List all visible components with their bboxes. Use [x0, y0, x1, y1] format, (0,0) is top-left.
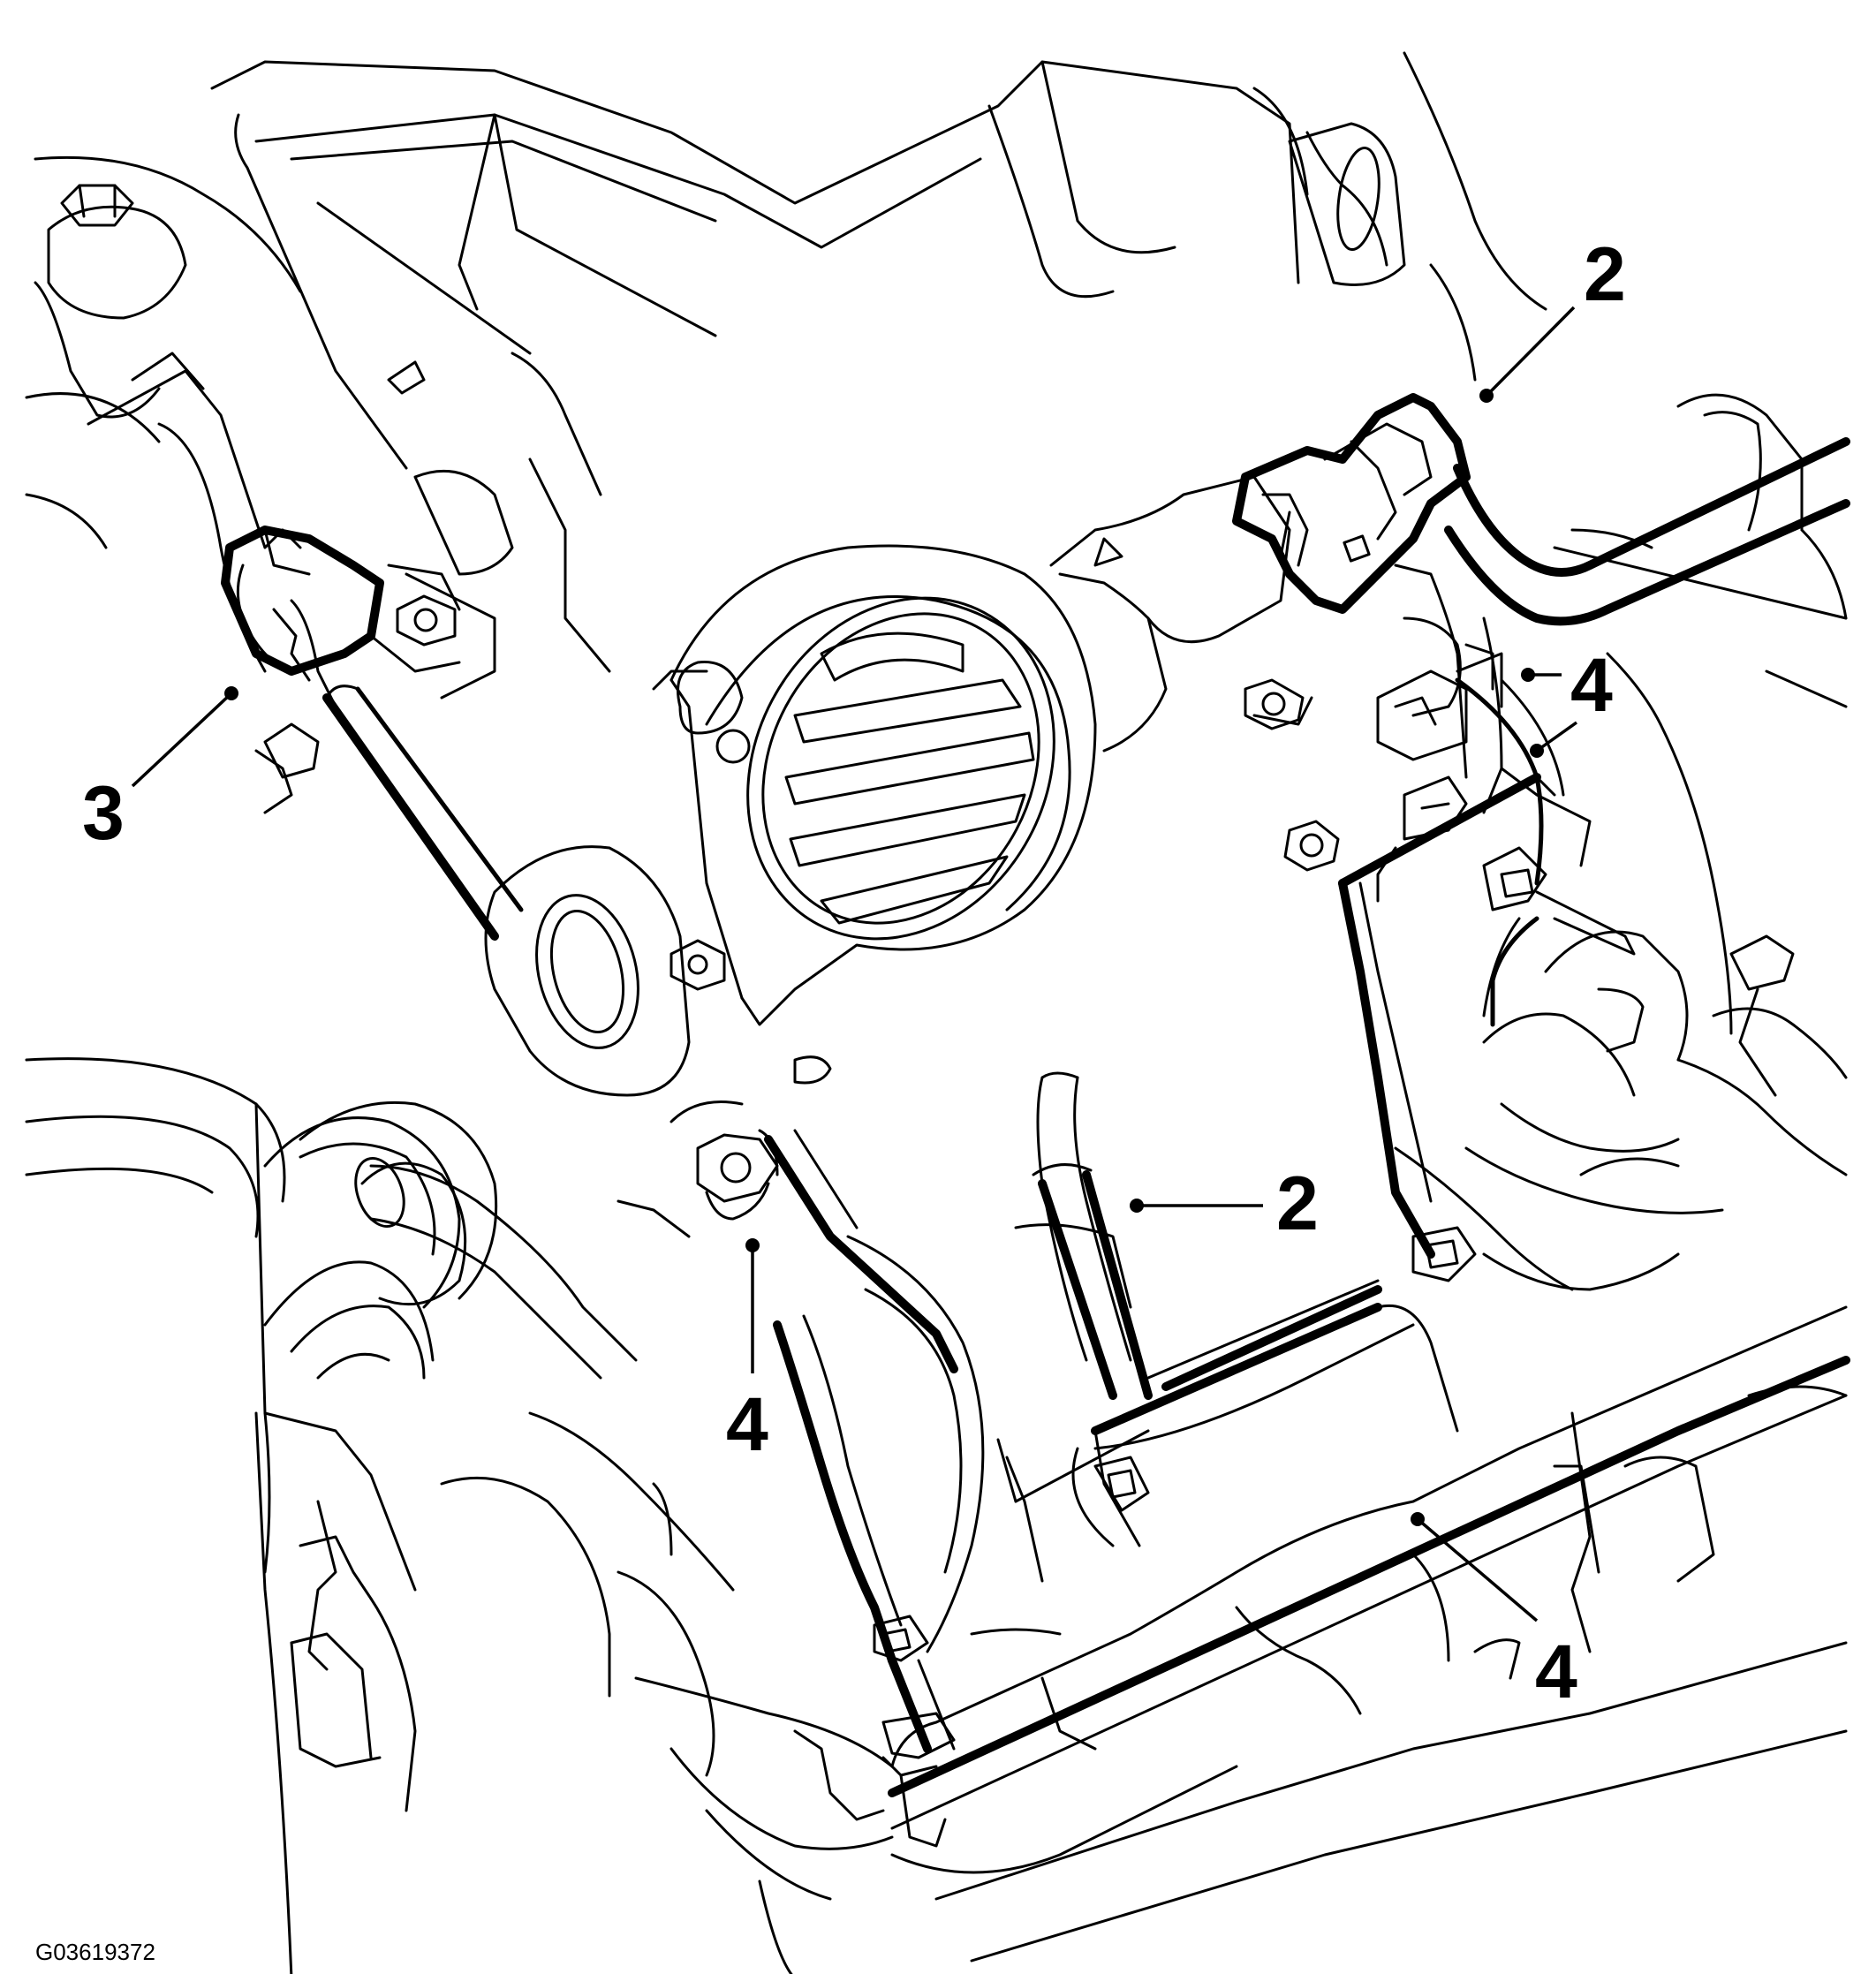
main-harness-trunk: [881, 1279, 1850, 1848]
callout-label-4-lower: 4: [1535, 1630, 1577, 1714]
figure-id: G03619372: [35, 1939, 155, 1965]
lower-subframe: [254, 1385, 1848, 1974]
right-bracket-studs: [1376, 563, 1592, 903]
callout-label-2-upper: 2: [1584, 232, 1626, 317]
heat-shield-panel: [1338, 773, 1556, 1282]
right-lower-components: [1394, 393, 1848, 1291]
left-harness-branch: [617, 1100, 985, 1759]
engine-cover: [210, 51, 1547, 700]
oil-filler-cap: [484, 845, 691, 1097]
vacuum-hose-center: [1014, 1071, 1153, 1400]
callout-label-4-right: 4: [1570, 643, 1613, 728]
vacuum-hose-upper-right: [1232, 393, 1850, 626]
left-hose-bellows: [25, 1057, 638, 1592]
vacuum-pump: [652, 475, 1291, 1026]
callout-label-4-center: 4: [726, 1382, 768, 1467]
callout-label-3: 3: [82, 771, 125, 856]
sensor-connector-left: [221, 526, 461, 814]
leader-lines: [131, 306, 1578, 1622]
upper-left-mount: [25, 155, 302, 673]
pump-bolts: [669, 678, 1340, 1085]
sensor-cable-left: [322, 684, 524, 941]
callout-label-2-center: 2: [1276, 1161, 1319, 1246]
